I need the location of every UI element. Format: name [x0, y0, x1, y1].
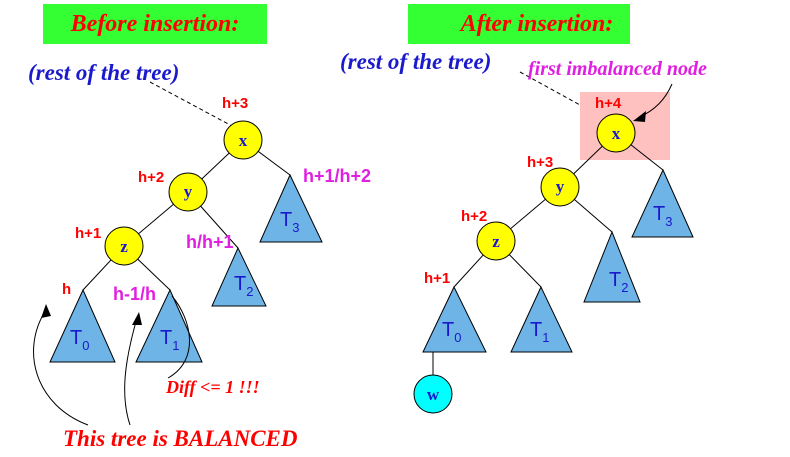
- right-t0-label: T0: [442, 319, 461, 345]
- left-balanced-note: This tree is BALANCED: [63, 426, 298, 451]
- right-node-w-label: w: [427, 385, 440, 404]
- right-t2-label: T2: [609, 269, 628, 295]
- left-t0-label: T0: [70, 327, 89, 353]
- left-title: Before insertion:: [70, 11, 240, 37]
- right-height-x: h+4: [595, 95, 622, 112]
- left-node-x: [223, 120, 263, 160]
- left-height-t3: h+1/h+2: [303, 166, 371, 186]
- left-balanced-arrows: [33, 295, 190, 426]
- right-subtree-t2: [583, 230, 641, 303]
- right-title: After insertion:: [459, 11, 614, 37]
- right-subtree-t3: [631, 168, 694, 238]
- left-node-y: [168, 172, 208, 212]
- left-height-x: h+3: [222, 95, 248, 112]
- left-edges: [82, 139, 291, 291]
- left-height-t2: h/h+1: [186, 232, 234, 252]
- right-rest-label: (rest of the tree): [340, 49, 491, 74]
- left-subtree-t3: [259, 173, 323, 243]
- left-subtree-t2: [211, 246, 267, 307]
- right-node-w: [413, 374, 453, 414]
- left-subtree-t1: [135, 288, 203, 363]
- left-title-box: [43, 4, 267, 44]
- imbalanced-arrowhead: [633, 111, 646, 122]
- right-subtree-t1: [510, 285, 573, 353]
- right-height-z: h+2: [461, 208, 487, 225]
- left-node-z-label: z: [120, 237, 128, 256]
- right-node-y: [540, 167, 580, 207]
- right-node-x-label: x: [612, 124, 621, 143]
- right-title-box: [408, 4, 630, 44]
- left-node-z: [104, 226, 144, 266]
- right-node-z: [476, 221, 516, 261]
- right-height-y: h+3: [527, 154, 553, 171]
- left-height-z: h+1: [75, 225, 101, 242]
- right-imbalanced-label: first imbalanced node: [528, 58, 707, 80]
- left-t3-label: T3: [280, 209, 299, 235]
- left-height-y: h+2: [138, 169, 164, 186]
- left-rest-label: (rest of the tree): [28, 60, 179, 85]
- right-height-t0: h+1: [424, 270, 450, 287]
- left-diff-note: Diff <= 1 !!!: [165, 377, 260, 397]
- left-height-t0: h: [62, 281, 71, 298]
- left-height-t1: h-1/h: [113, 284, 156, 304]
- left-subtree-t0: [49, 288, 116, 363]
- left-node-y-label: y: [184, 182, 193, 201]
- left-rest-dash: [149, 81, 233, 127]
- right-t3-label: T3: [653, 203, 672, 229]
- right-t1-label: T1: [530, 319, 549, 345]
- left-arrowheads: [41, 304, 142, 325]
- right-node-z-label: z: [492, 232, 500, 251]
- right-node-y-label: y: [556, 177, 565, 196]
- right-rest-dash: [519, 71, 601, 117]
- left-node-x-label: x: [239, 131, 248, 150]
- left-t1-label: T1: [160, 327, 179, 353]
- left-t2-label: T2: [234, 273, 253, 299]
- right-subtree-t0: [422, 285, 487, 353]
- right-node-x: [596, 113, 636, 153]
